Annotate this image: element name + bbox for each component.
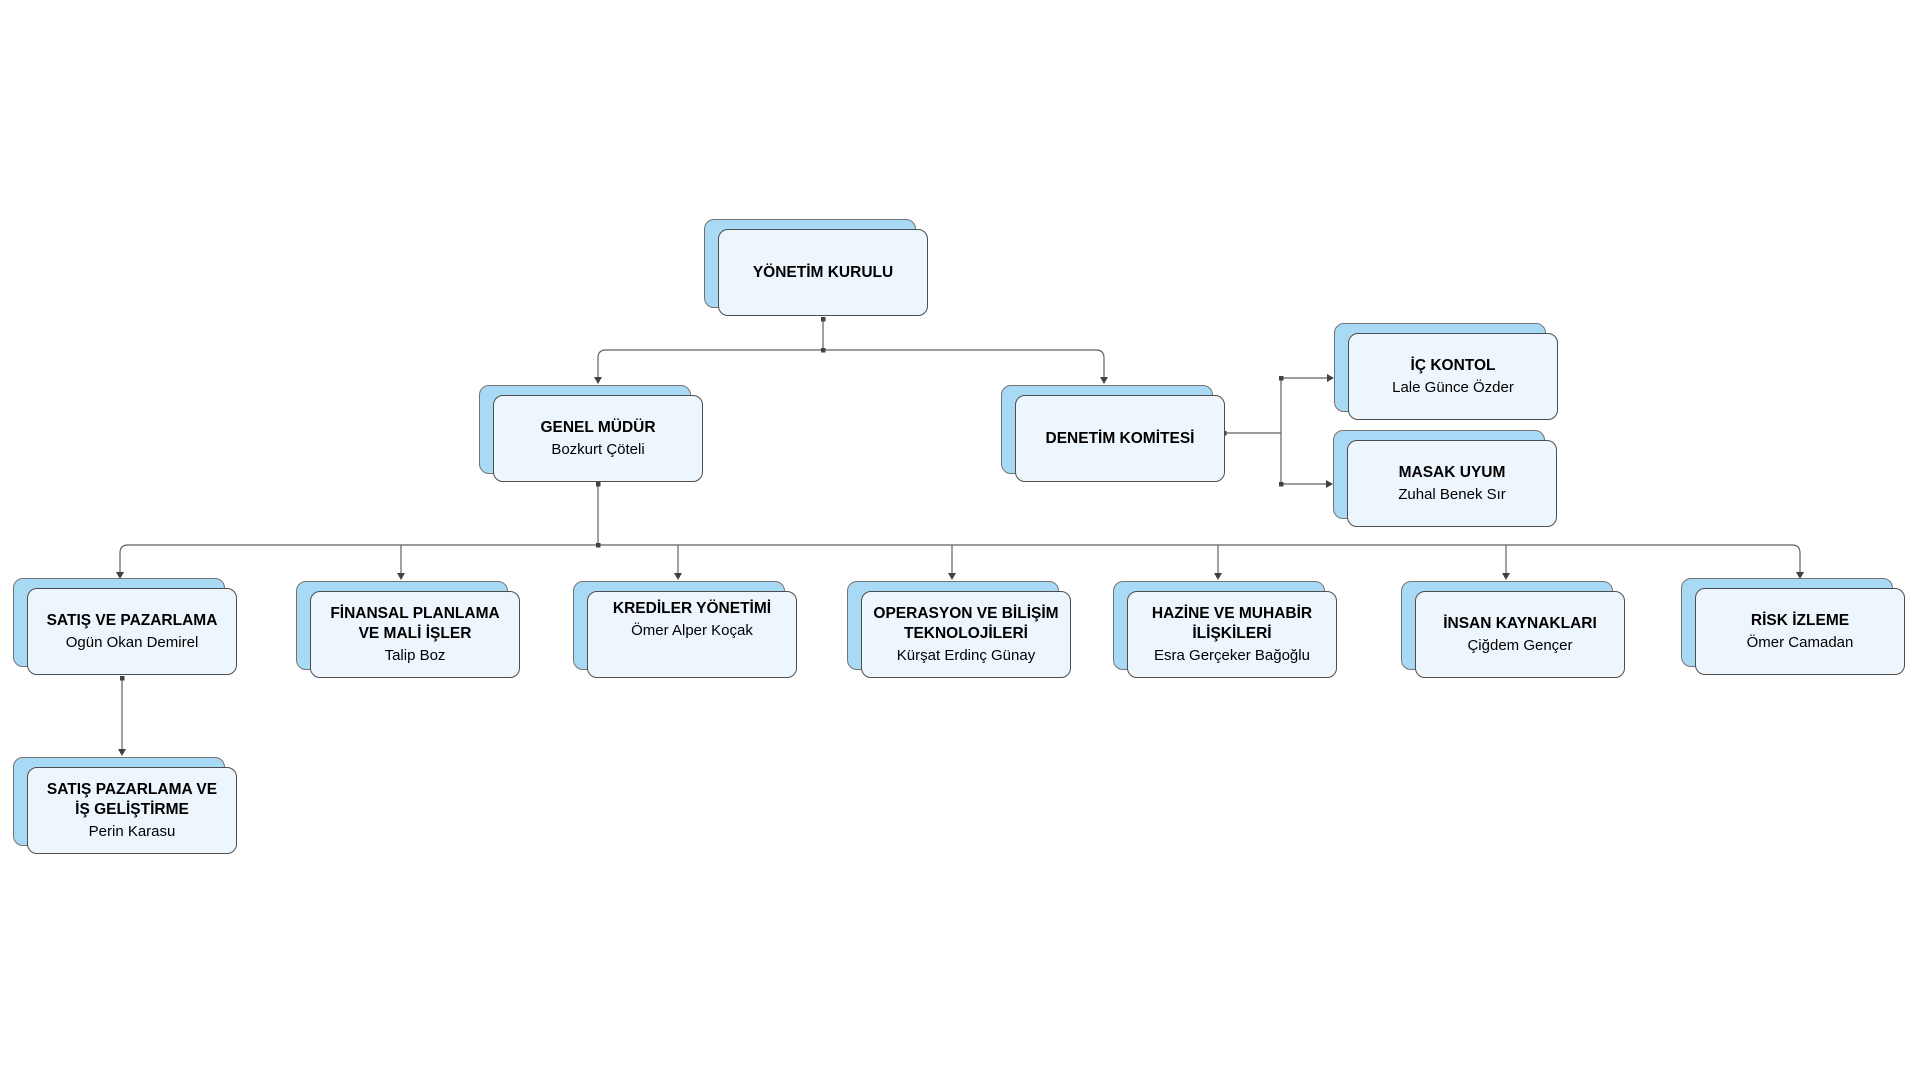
org-node-operasyon-bilisim[interactable]: OPERASYON VE BİLİŞİM TEKNOLOJİLERİ Kürşa… <box>847 581 1071 678</box>
node-person: Talip Boz <box>384 646 446 664</box>
node-person: Çiğdem Gençer <box>1467 636 1573 654</box>
node-title: İÇ KONTOL <box>1410 356 1496 374</box>
node-person: Bozkurt Çöteli <box>551 440 645 458</box>
node-person: Kürşat Erdinç Günay <box>896 646 1036 664</box>
node-title: HAZİNE VE MUHABİR İLİŞKİLERİ <box>1151 604 1313 642</box>
org-node-satis-pazarlama-is-gelistirme[interactable]: SATIŞ PAZARLAMA VE İŞ GELİŞTİRME Perin K… <box>13 757 237 854</box>
node-title: RİSK İZLEME <box>1750 611 1850 629</box>
node-title: SATIŞ VE PAZARLAMA <box>46 611 218 629</box>
node-title: YÖNETİM KURULU <box>752 263 894 281</box>
node-person: Ömer Camadan <box>1746 633 1854 651</box>
node-title: KREDİLER YÖNETİMİ <box>612 600 772 617</box>
org-node-krediler-yonetimi[interactable]: KREDİLER YÖNETİMİ Ömer Alper Koçak <box>573 581 797 678</box>
org-node-insan-kaynaklari[interactable]: İNSAN KAYNAKLARI Çiğdem Gençer <box>1401 581 1625 678</box>
node-person: Zuhal Benek Sır <box>1398 485 1506 503</box>
org-node-risk-izleme[interactable]: RİSK İZLEME Ömer Camadan <box>1681 578 1905 675</box>
node-title: FİNANSAL PLANLAMA VE MALİ İŞLER <box>330 604 500 642</box>
node-title: MASAK UYUM <box>1398 463 1506 481</box>
org-node-hazine-muhabir[interactable]: HAZİNE VE MUHABİR İLİŞKİLERİ Esra Gerçek… <box>1113 581 1337 678</box>
org-node-yonetim-kurulu[interactable]: YÖNETİM KURULU <box>704 219 928 316</box>
node-title: GENEL MÜDÜR <box>540 418 656 436</box>
node-person: Ömer Alper Koçak <box>631 621 753 639</box>
node-person: Ogün Okan Demirel <box>65 633 199 651</box>
org-node-masak-uyum[interactable]: MASAK UYUM Zuhal Benek Sır <box>1333 430 1557 527</box>
org-node-ic-kontol[interactable]: İÇ KONTOL Lale Günce Özder <box>1334 323 1558 420</box>
node-person: Esra Gerçeker Bağoğlu <box>1154 646 1310 664</box>
node-person: Lale Günce Özder <box>1392 378 1514 396</box>
node-title: OPERASYON VE BİLİŞİM TEKNOLOJİLERİ <box>873 604 1059 642</box>
node-person: Perin Karasu <box>88 822 176 840</box>
org-node-genel-mudur[interactable]: GENEL MÜDÜR Bozkurt Çöteli <box>479 385 703 482</box>
org-node-finansal-planlama[interactable]: FİNANSAL PLANLAMA VE MALİ İŞLER Talip Bo… <box>296 581 520 678</box>
org-node-satis-ve-pazarlama[interactable]: SATIŞ VE PAZARLAMA Ogün Okan Demirel <box>13 578 237 675</box>
connector-arrowheads <box>116 317 1804 756</box>
connector-level3-bus <box>119 544 1801 578</box>
node-title: İNSAN KAYNAKLARI <box>1443 614 1597 632</box>
node-title: DENETİM KOMİTESİ <box>1045 429 1195 447</box>
node-title: SATIŞ PAZARLAMA VE İŞ GELİŞTİRME <box>46 780 218 818</box>
org-node-denetim-komitesi[interactable]: DENETİM KOMİTESİ <box>1001 385 1225 482</box>
connector-level2-bus <box>597 349 1105 383</box>
